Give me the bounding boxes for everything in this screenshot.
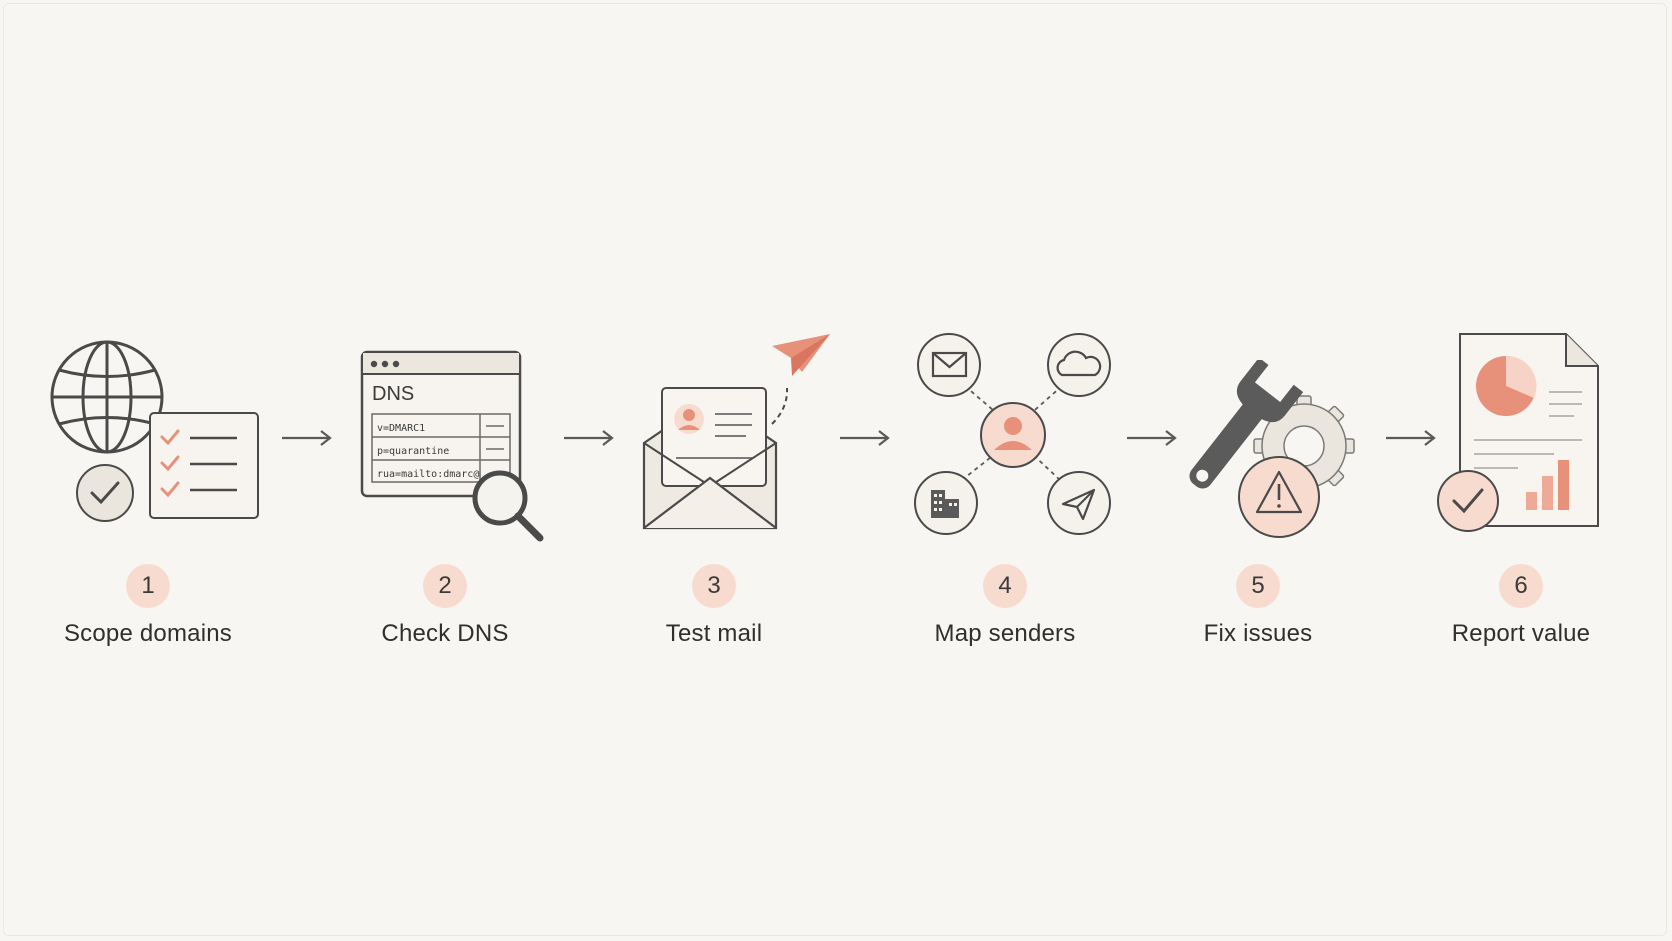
dns-record: rua=mailto:dmarc@ xyxy=(377,469,479,480)
report-chart-icon xyxy=(1437,333,1599,532)
step-label: Check DNS xyxy=(381,620,509,647)
step-5: 5 Fix issues xyxy=(1128,564,1388,648)
step-number-badge: 2 xyxy=(423,564,467,608)
envelope-send-icon xyxy=(642,334,830,530)
step-label: Map senders xyxy=(934,620,1076,647)
step-number-badge: 1 xyxy=(126,564,170,608)
step-6: 6 Report value xyxy=(1391,564,1651,648)
step-4: 4 Map senders xyxy=(875,564,1135,648)
flow-arrow xyxy=(1386,430,1436,446)
step-2: 2 Check DNS xyxy=(315,564,575,648)
step-number-badge: 6 xyxy=(1499,564,1543,608)
step-3: 3 Test mail xyxy=(584,564,844,648)
dns-record-search-icon: DNS v=DMARC1 p=quarantine rua=mailto:dma… xyxy=(360,350,544,542)
step-label: Scope domains xyxy=(63,620,233,647)
canvas-frame xyxy=(3,3,1667,936)
step-1: 1 Scope domains xyxy=(18,564,278,648)
step-label: Report value xyxy=(1451,620,1591,647)
flow-arrow xyxy=(1127,430,1177,446)
step-number-badge: 4 xyxy=(983,564,1027,608)
flow-arrow xyxy=(282,430,332,446)
globe-checklist-icon xyxy=(50,340,259,522)
flow-arrow xyxy=(564,430,614,446)
step-number-badge: 5 xyxy=(1236,564,1280,608)
step-label: Test mail xyxy=(665,620,763,647)
step-label: Fix issues xyxy=(1203,620,1313,647)
dns-title: DNS xyxy=(372,383,414,405)
wrench-gear-warning-icon xyxy=(1189,360,1355,538)
sender-network-icon xyxy=(914,333,1111,535)
dns-record: v=DMARC1 xyxy=(377,423,425,434)
dns-record: p=quarantine xyxy=(377,446,449,457)
flow-arrow xyxy=(840,430,890,446)
step-number-badge: 3 xyxy=(692,564,736,608)
